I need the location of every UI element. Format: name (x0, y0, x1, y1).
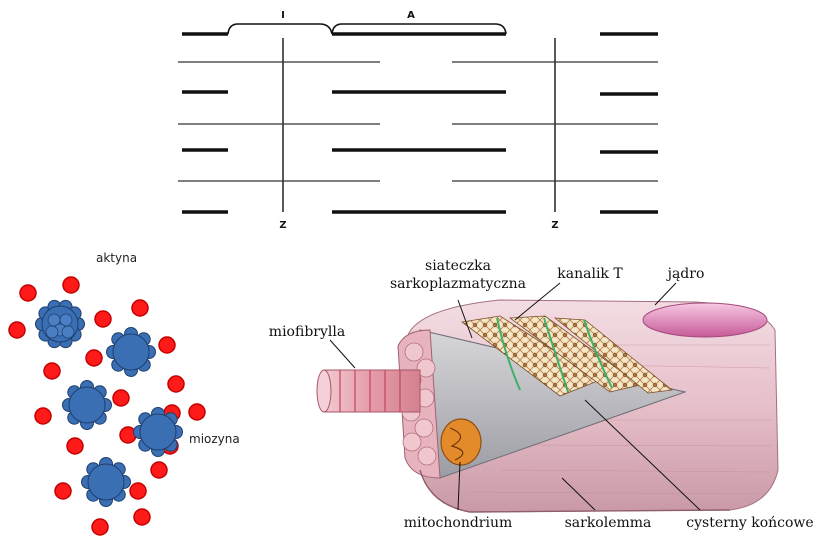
actin-dot (113, 390, 129, 406)
actin-dot (44, 363, 60, 379)
myosin-label: miozyna (189, 432, 240, 446)
actin-dot (67, 438, 83, 454)
myosin-filament (36, 300, 85, 347)
filament-cross-section: aktyna miozyna (9, 251, 240, 535)
actin-dot (189, 404, 205, 420)
label-nucleus: jądro (666, 266, 705, 282)
myosin-filament (63, 381, 112, 430)
myosin-filament (82, 458, 131, 507)
actin-dot (134, 509, 150, 525)
label-myofibril: miofibrylla (269, 324, 345, 340)
actin-dot (95, 311, 111, 327)
label-sarcoplasmic-reticulum-line2: sarkoplazmatyczna (390, 276, 526, 292)
muscle-fiber-illustration (317, 300, 778, 512)
sarcomere-schematic: I A Z Z (178, 10, 658, 231)
actin-dot (92, 519, 108, 535)
actin-dot (151, 462, 167, 478)
actin-dot (63, 277, 79, 293)
nucleus (643, 303, 767, 337)
thick-filaments (182, 34, 658, 212)
label-sarcoplasmic-reticulum-line1: siateczka (425, 258, 491, 274)
label-terminal-cisternae: cysterny końcowe (686, 515, 813, 531)
actin-dot (132, 300, 148, 316)
i-band-bracket (228, 24, 332, 34)
a-band-label: A (407, 10, 415, 21)
z-line-left-label: Z (279, 220, 286, 231)
z-line-right-label: Z (551, 220, 558, 231)
actin-dot (159, 337, 175, 353)
actin-dot (35, 408, 51, 424)
actin-label: aktyna (96, 251, 137, 265)
myofibril-strand (317, 370, 420, 412)
actin-dot (86, 350, 102, 366)
myosin-filament (107, 328, 156, 377)
actin-dot (20, 285, 36, 301)
actin-dot (168, 376, 184, 392)
i-band-label: I (281, 10, 285, 21)
actin-dot (55, 483, 71, 499)
actin-dot (9, 322, 25, 338)
actin-dot (130, 483, 146, 499)
myosin-filament (134, 408, 183, 457)
thin-filaments (178, 62, 658, 181)
label-sarcolemma: sarkolemma (565, 515, 652, 531)
label-mitochondrion: mitochondrium (404, 515, 513, 531)
label-t-tubule: kanalik T (557, 266, 623, 282)
mitochondrion (441, 419, 481, 465)
